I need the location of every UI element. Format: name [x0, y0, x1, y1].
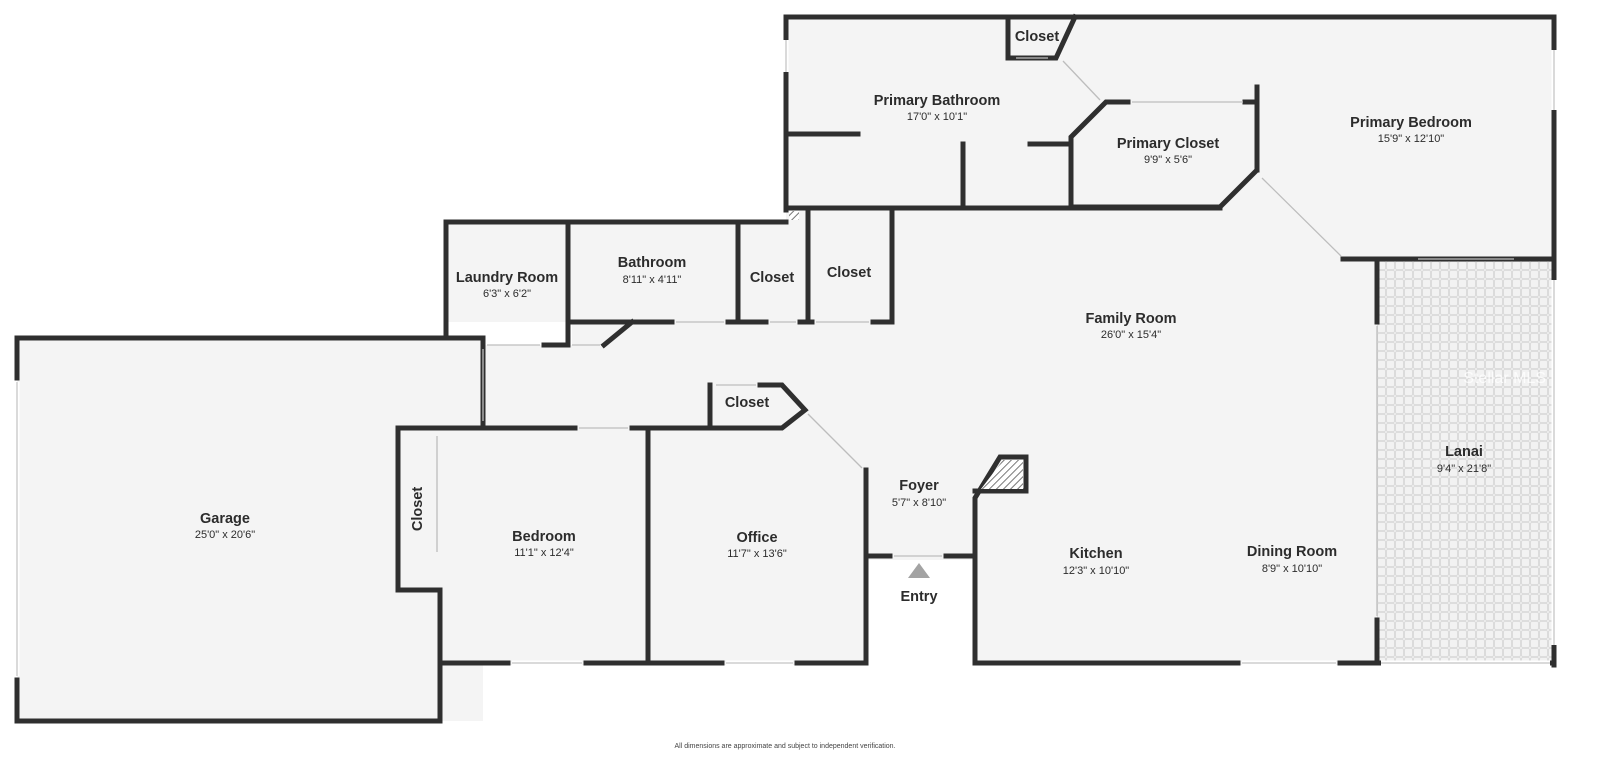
label-primary-bathroom: Primary Bathroom [874, 93, 1001, 109]
dims-bathroom: 8'11" x 4'11" [623, 274, 682, 286]
label-bedroom: Bedroom [512, 529, 576, 545]
dims-primary-bathroom: 17'0" x 10'1" [907, 111, 967, 123]
label-top-closet: Closet [1015, 29, 1059, 45]
fireplace-hatch [981, 460, 1023, 489]
wall-bedroom-office [437, 382, 869, 666]
footnote: All dimensions are approximate and subje… [674, 743, 895, 750]
closet-d-floor [398, 430, 440, 590]
floors [17, 17, 1554, 721]
dims-lanai: 9'4" x 21'8" [1437, 463, 1491, 475]
label-foyer: Foyer [899, 478, 939, 494]
dims-family-room: 26'0" x 15'4" [1101, 329, 1161, 341]
dims-bedroom: 11'1" x 12'4" [514, 547, 574, 559]
dims-office: 11'7" x 13'6" [727, 548, 787, 560]
main-floor [440, 176, 1377, 665]
entry-arrow-icon [908, 563, 930, 578]
label-primary-bedroom: Primary Bedroom [1350, 115, 1472, 131]
label-office: Office [736, 530, 777, 546]
room-labels: Primary Bathroom 17'0" x 10'1" Primary C… [195, 29, 1491, 605]
service-rooms-floor [446, 224, 892, 322]
label-closet-a: Closet [750, 270, 794, 286]
foyer-floor [868, 470, 977, 560]
upper-wing-floor [786, 17, 1554, 260]
dims-kitchen: 12'3" x 10'10" [1063, 565, 1130, 577]
label-lanai: Lanai [1445, 444, 1483, 460]
label-garage: Garage [200, 511, 250, 527]
doors [436, 57, 1514, 616]
dims-primary-bedroom: 15'9" x 12'10" [1378, 133, 1445, 145]
entry-label: Entry [900, 589, 937, 605]
label-bathroom: Bathroom [618, 255, 686, 271]
label-closet-c: Closet [725, 395, 769, 411]
label-closet-b: Closet [827, 265, 871, 281]
wall-service-rooms [443, 207, 895, 348]
label-closet-d: Closet [410, 487, 426, 531]
label-dining-room: Dining Room [1247, 544, 1337, 560]
dims-laundry: 6'3" x 6'2" [483, 288, 531, 300]
label-laundry: Laundry Room [456, 270, 558, 286]
dims-foyer: 5'7" x 8'10" [892, 497, 946, 509]
dims-dining-room: 8'9" x 10'10" [1262, 563, 1322, 575]
wall-foyer-kitchen [863, 454, 1557, 666]
windows [14, 40, 1557, 676]
label-kitchen: Kitchen [1069, 546, 1122, 562]
label-family-room: Family Room [1085, 311, 1176, 327]
dims-garage: 25'0" x 20'6" [195, 529, 255, 541]
dims-primary-closet: 9'9" x 5'6" [1144, 154, 1192, 166]
label-primary-closet: Primary Closet [1117, 136, 1220, 152]
watermark: Stellar MLS [1463, 370, 1546, 387]
walls [14, 13, 1557, 724]
lanai-floor [1377, 260, 1554, 665]
column-hatch [789, 211, 799, 220]
